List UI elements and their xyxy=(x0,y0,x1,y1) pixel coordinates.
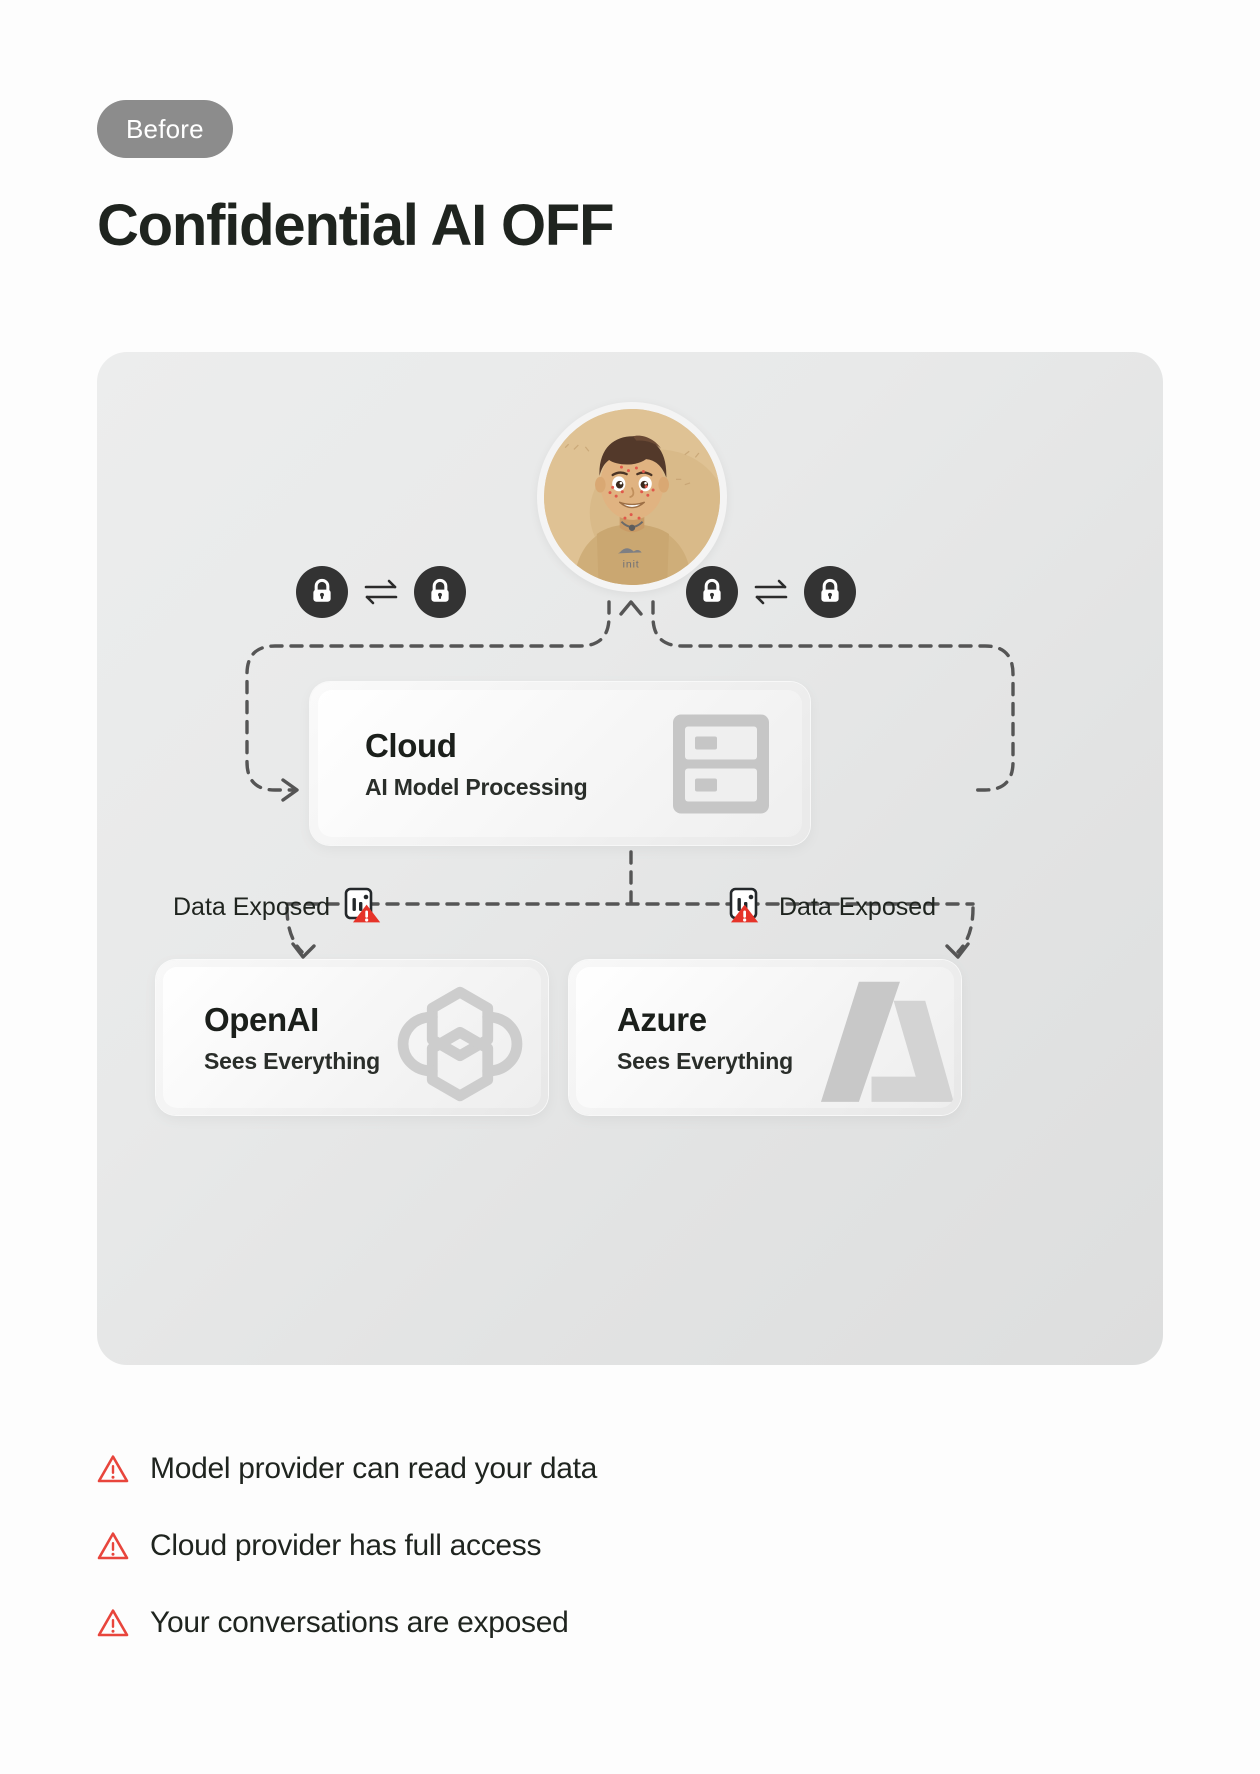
list-item: Cloud provider has full access xyxy=(97,1529,597,1563)
cloud-card[interactable]: Cloud AI Model Processing xyxy=(310,682,810,845)
warning-text: Model provider can read your data xyxy=(150,1452,598,1485)
page-title: Confidential AI OFF xyxy=(97,193,615,258)
avatar-illustration: init xyxy=(544,409,720,585)
lock-icon xyxy=(296,566,348,618)
provider-status: Sees Everything xyxy=(617,1047,793,1074)
data-exposed-label: Data Exposed xyxy=(173,892,331,921)
warning-list: Model provider can read your data Cloud … xyxy=(97,1452,597,1640)
data-exposed-left: Data Exposed xyxy=(173,887,382,927)
list-item: Model provider can read your data xyxy=(97,1452,597,1486)
lock-icon xyxy=(414,566,466,618)
lock-glyph xyxy=(821,578,839,602)
cloud-card-inner: Cloud AI Model Processing xyxy=(318,690,802,837)
document-warning-glyph xyxy=(729,887,759,923)
openai-logo xyxy=(397,986,523,1102)
lock-glyph xyxy=(703,578,721,602)
data-exposed-label: Data Exposed xyxy=(779,892,937,921)
provider-card-inner: OpenAI Sees Everything xyxy=(163,967,541,1108)
lock-glyph xyxy=(313,578,331,602)
document-warning-glyph xyxy=(344,887,381,923)
bidirectional-arrows-icon xyxy=(754,579,788,605)
svg-text:init: init xyxy=(623,558,640,570)
warning-text: Cloud provider has full access xyxy=(150,1529,542,1562)
list-item: Your conversations are exposed xyxy=(97,1606,597,1640)
lock-icon xyxy=(686,566,738,618)
provider-name: OpenAI xyxy=(204,1000,319,1038)
warning-triangle-icon xyxy=(97,1455,129,1483)
provider-status: Sees Everything xyxy=(204,1047,380,1074)
diagram-panel: init xyxy=(97,352,1163,1365)
document-warning-icon xyxy=(342,887,382,927)
lock-glyph xyxy=(431,578,449,602)
document-warning-icon xyxy=(727,887,767,927)
server-rack-icon xyxy=(673,714,769,813)
provider-card-inner: Azure Sees Everything xyxy=(576,967,954,1108)
avatar: init xyxy=(537,402,727,592)
status-badge: Before xyxy=(97,100,233,158)
warning-text: Your conversations are exposed xyxy=(150,1606,569,1639)
warning-triangle-icon xyxy=(97,1532,129,1560)
provider-card-openai[interactable]: OpenAI Sees Everything xyxy=(156,960,548,1115)
provider-name: Azure xyxy=(617,1000,707,1038)
data-exposed-right: Data Exposed xyxy=(727,887,936,927)
warning-triangle-icon xyxy=(97,1609,129,1637)
cloud-card-subtitle: AI Model Processing xyxy=(365,773,588,800)
bidirectional-arrows-icon xyxy=(364,579,398,605)
cloud-card-title: Cloud xyxy=(365,727,457,765)
lock-pair-right xyxy=(686,566,856,618)
avatar-image: init xyxy=(544,409,720,585)
lock-icon xyxy=(804,566,856,618)
lock-pair-left xyxy=(296,566,466,618)
provider-card-azure[interactable]: Azure Sees Everything xyxy=(569,960,961,1115)
